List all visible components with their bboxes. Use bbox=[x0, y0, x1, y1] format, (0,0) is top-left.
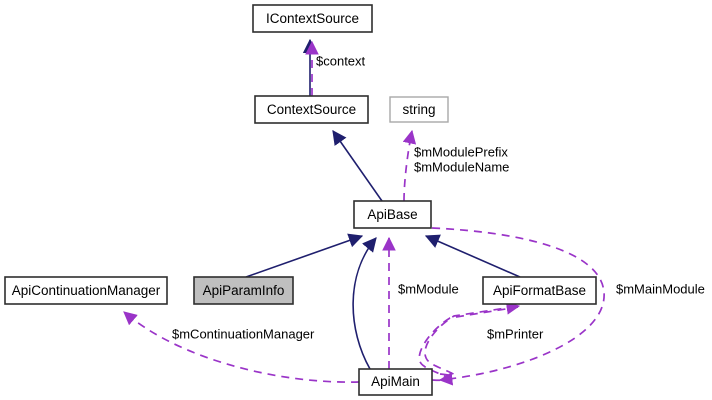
node-box[interactable] bbox=[193, 276, 294, 305]
node-box[interactable] bbox=[353, 200, 432, 229]
edge-apibase-inherits-contextsource bbox=[332, 130, 383, 202]
node-box[interactable] bbox=[358, 368, 433, 396]
association-line bbox=[123, 311, 360, 383]
edge-apiparaminfo-inherits-apibase bbox=[245, 233, 364, 278]
inheritance-line bbox=[332, 130, 383, 202]
node-label-apibase: ApiBase bbox=[367, 207, 417, 222]
node-apiparaminfo[interactable]: ApiParamInfo bbox=[193, 276, 294, 305]
node-label-contextsource: ContextSource bbox=[267, 102, 356, 117]
edge-apibase-mainmodule-apimain bbox=[431, 227, 605, 386]
edge-label-mcontinuationmanager: $mContinuationManager bbox=[172, 326, 315, 341]
association-line bbox=[402, 129, 417, 202]
association-line bbox=[418, 306, 519, 382]
node-box[interactable] bbox=[389, 96, 449, 123]
edge-apimain-inherits-apibase bbox=[352, 237, 377, 370]
node-icontextsource[interactable]: IContextSource bbox=[252, 4, 373, 33]
node-label-apimain: ApiMain bbox=[371, 374, 420, 389]
edge-apimain-continuationmanager bbox=[123, 311, 360, 383]
node-string[interactable]: string bbox=[389, 96, 449, 123]
node-label-string: string bbox=[402, 102, 435, 117]
node-box[interactable] bbox=[254, 95, 369, 124]
edge-label-mmoduleprefix: $mModulePrefix bbox=[414, 144, 508, 159]
node-layer: IContextSource ContextSource string ApiB… bbox=[4, 4, 597, 396]
inheritance-line bbox=[245, 233, 364, 278]
node-box[interactable] bbox=[4, 276, 168, 305]
inheritance-line bbox=[352, 237, 377, 370]
inheritance-line bbox=[424, 234, 521, 278]
node-apicontinuationmanager[interactable]: ApiContinuationManager bbox=[4, 276, 168, 305]
node-apiformatbase[interactable]: ApiFormatBase bbox=[482, 276, 597, 305]
edge-label-mmodule: $mModule bbox=[398, 281, 459, 296]
node-apimain[interactable]: ApiMain bbox=[358, 368, 433, 396]
edge-apibase-string-modulenames bbox=[402, 129, 417, 202]
node-label-apicontinuationmanager: ApiContinuationManager bbox=[12, 283, 161, 298]
node-contextsource[interactable]: ContextSource bbox=[254, 95, 369, 124]
node-box[interactable] bbox=[252, 4, 373, 33]
node-box[interactable] bbox=[482, 276, 597, 305]
edge-label-mmodulename: $mModuleName bbox=[414, 159, 509, 174]
edge-layer bbox=[123, 38, 605, 386]
node-label-apiparaminfo: ApiParamInfo bbox=[203, 283, 285, 298]
edge-label-context: $context bbox=[316, 53, 366, 68]
association-line bbox=[431, 227, 605, 386]
node-label-icontextsource: IContextSource bbox=[266, 11, 359, 26]
association-line-arrow bbox=[424, 301, 521, 376]
edge-label-layer: $context $mModulePrefix $mModuleName $mM… bbox=[172, 53, 705, 341]
node-apibase[interactable]: ApiBase bbox=[353, 200, 432, 229]
edge-label-mmainmodule: $mMainModule bbox=[616, 281, 705, 296]
edge-label-mprinter: $mPrinter bbox=[487, 326, 544, 341]
node-label-apiformatbase: ApiFormatBase bbox=[493, 283, 586, 298]
edge-apiformatbase-inherits-apibase bbox=[424, 234, 521, 278]
